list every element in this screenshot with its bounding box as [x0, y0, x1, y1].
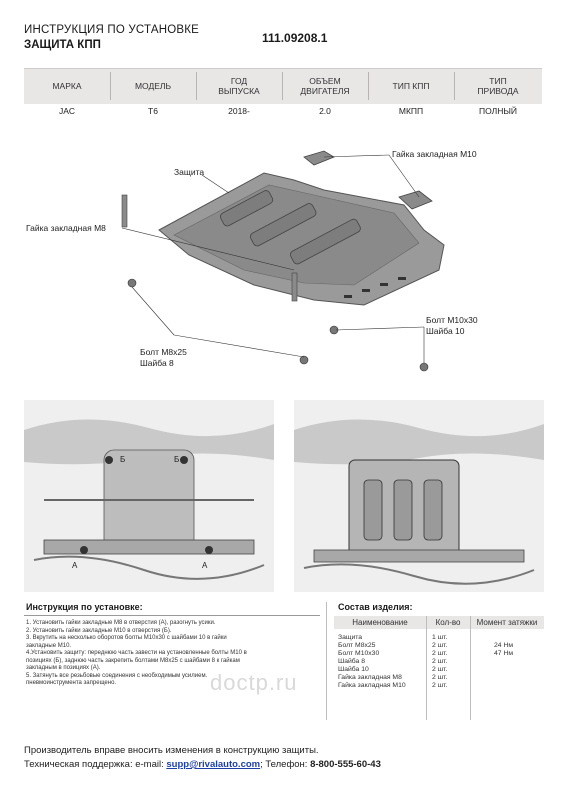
- component-qty: 2 шт.: [432, 642, 448, 649]
- underbody-before-sketch: Б Б А А: [24, 400, 274, 592]
- components-header-row: Наименование Кол-во Момент затяжки: [334, 616, 544, 629]
- component-qty: 1 шт.: [432, 634, 448, 641]
- spec-header-engine: ОБЪЕМ ДВИГАТЕЛЯ: [300, 76, 350, 96]
- exploded-diagram: Защита Гайка закладная М10 Гайка закладн…: [24, 135, 544, 385]
- label-nut-m8: Гайка закладная М8: [26, 223, 106, 233]
- marker-b-left: Б: [120, 455, 125, 464]
- spec-value-model: T6: [148, 106, 158, 116]
- component-qty: 2 шт.: [432, 682, 448, 689]
- label-washer-8: Шайба 8: [140, 358, 174, 368]
- spec-divider: [282, 72, 283, 100]
- photo-after: [294, 400, 544, 592]
- spec-value-make: JAC: [58, 106, 76, 116]
- component-torque: 24 Нм: [494, 642, 514, 649]
- spec-value-year: 2018-: [228, 106, 250, 116]
- components-table: Состав изделия: Наименование Кол-во Моме…: [334, 602, 544, 722]
- instruction-step: 3. Вкрутить на несколько оборотов болты …: [26, 635, 227, 641]
- spec-value-drive: ПОЛНЫЙ: [479, 106, 517, 116]
- label-bolt-m10: Болт М10х30: [426, 315, 478, 325]
- label-washer-10: Шайба 10: [426, 326, 465, 336]
- support-email-link[interactable]: supp@rivalauto.com: [166, 759, 261, 770]
- product-code: 111.09208.1: [262, 31, 328, 45]
- component-name: Гайка закладная М10: [338, 682, 406, 689]
- column-divider: [426, 616, 427, 720]
- label-bolt-m8: Болт М8х25: [140, 347, 187, 357]
- marker-a-left: А: [72, 561, 78, 570]
- column-divider: [470, 616, 471, 720]
- vehicle-spec-table: МАРКА МОДЕЛЬ ГОД ВЫПУСКА ОБЪЕМ ДВИГАТЕЛЯ…: [24, 68, 542, 124]
- component-qty: 2 шт.: [432, 666, 448, 673]
- spec-header-year: ГОД ВЫПУСКА: [218, 76, 260, 96]
- spec-divider: [110, 72, 111, 100]
- section-divider: [326, 602, 327, 720]
- component-name: Болт М10х30: [338, 650, 380, 657]
- instruction-step: 4.Установить защиту: переднюю часть заве…: [26, 650, 247, 656]
- instruction-step: 5. Затянуть все резьбовые соединения с н…: [26, 672, 208, 679]
- instructions-title: Инструкция по установке:: [24, 602, 320, 616]
- document-subtitle: ЗАЩИТА КПП: [24, 39, 101, 51]
- underbody-after-sketch: [294, 400, 544, 592]
- support-label: Техническая поддержка: e-mail:: [24, 759, 167, 770]
- component-name: Защита: [338, 634, 363, 641]
- photo-before: Б Б А А: [24, 400, 274, 592]
- support-line: Техническая поддержка: e-mail: supp@riva…: [24, 759, 544, 770]
- instruction-step: пневмоинструмента запрещено.: [26, 680, 117, 686]
- phone-label: ; Телефон:: [260, 759, 311, 770]
- instruction-step: 1. Установить гайки закладные М8 в отвер…: [26, 620, 216, 626]
- spec-value-engine: 2.0: [319, 106, 331, 116]
- spec-divider: [196, 72, 197, 100]
- instructions-steps: 1. Установить гайки закладные М8 в отвер…: [24, 620, 320, 688]
- component-qty: 2 шт.: [432, 650, 448, 657]
- component-qty: 2 шт.: [432, 674, 448, 681]
- document-title: ИНСТРУКЦИЯ ПО УСТАНОВКЕ: [24, 24, 200, 36]
- component-qty: 2 шт.: [432, 658, 448, 665]
- marker-b-right: Б: [174, 455, 179, 464]
- spec-header-gearbox: ТИП КПП: [392, 81, 430, 91]
- instruction-step: закладные М10.: [26, 642, 72, 649]
- col-torque-header: Момент затяжки: [476, 618, 538, 627]
- spec-header-model: МОДЕЛЬ: [134, 81, 172, 91]
- component-name: Гайка закладная М8: [338, 674, 402, 681]
- guard-illustration: [121, 150, 445, 372]
- watermark: doctp.ru: [210, 670, 298, 695]
- spec-header-make: МАРКА: [52, 81, 82, 91]
- spec-header-drive: ТИП ПРИВОДА: [477, 76, 519, 96]
- spec-value-gearbox: МКПП: [398, 106, 424, 116]
- col-name-header: Наименование: [352, 618, 408, 627]
- label-guard: Защита: [174, 167, 205, 177]
- component-name: Болт М8х25: [338, 642, 376, 649]
- label-nut-m10: Гайка закладная М10: [392, 149, 477, 159]
- support-phone: 8-800-555-60-43: [310, 759, 381, 770]
- spec-divider: [454, 72, 455, 100]
- instruction-step: позициях (Б), заднюю часть закрепить бол…: [26, 657, 240, 664]
- document-footer: Производитель вправе вносить изменения в…: [24, 745, 544, 785]
- component-name: Шайба 10: [338, 666, 369, 673]
- instruction-step: закладным в позициях (А).: [26, 665, 101, 671]
- component-torque: 47 Нм: [494, 650, 514, 657]
- manufacturer-note: Производитель вправе вносить изменения в…: [24, 745, 319, 756]
- col-qty-header: Кол-во: [435, 618, 461, 627]
- document-header: ИНСТРУКЦИЯ ПО УСТАНОВКЕ ЗАЩИТА КПП 111.0…: [24, 24, 544, 64]
- installation-photos: Б Б А А: [24, 400, 544, 600]
- spec-divider: [368, 72, 369, 100]
- marker-a-right: А: [202, 561, 208, 570]
- installation-instructions: Инструкция по установке: 1. Установить г…: [24, 602, 320, 726]
- components-title: Состав изделия:: [338, 602, 413, 612]
- instruction-step: 2. Установить гайки закладные М10 в отве…: [26, 627, 172, 634]
- component-name: Шайба 8: [338, 658, 365, 665]
